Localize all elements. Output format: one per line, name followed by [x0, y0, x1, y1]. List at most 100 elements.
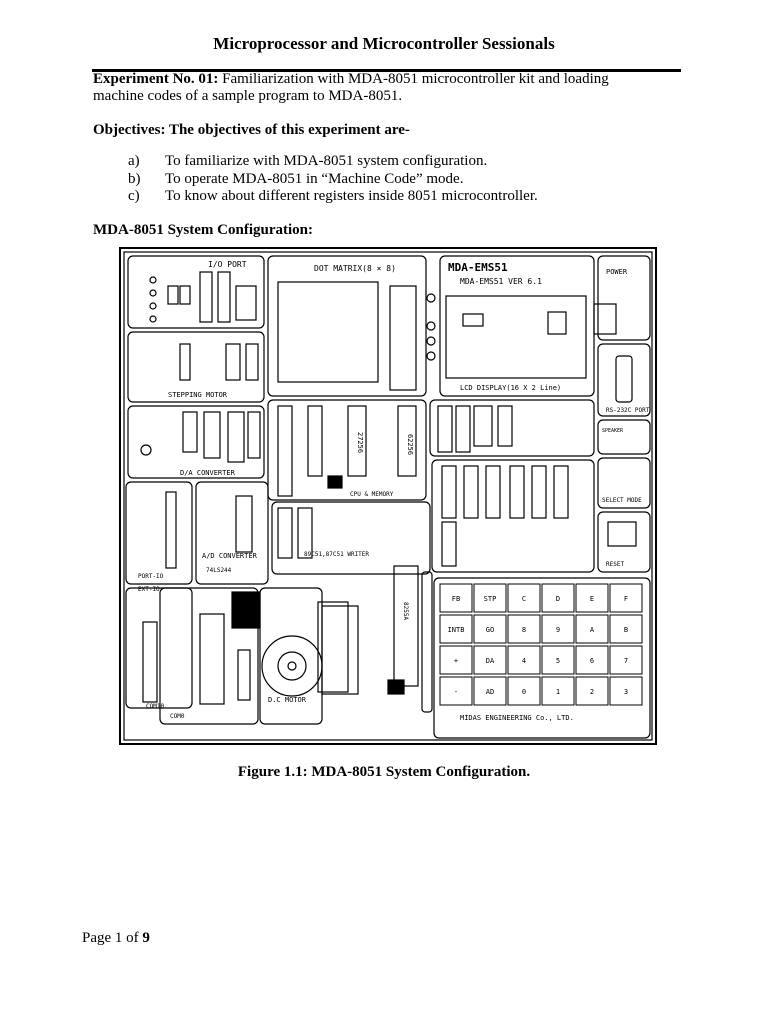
keypad-key-label: 6	[590, 657, 594, 665]
page-total: 9	[142, 930, 150, 946]
rs232-panel	[597, 343, 651, 417]
keypad-key	[507, 583, 541, 613]
reset-label: RESET	[606, 561, 624, 568]
keypad-key	[541, 645, 575, 675]
da-converter-label: D/A CONVERTER	[180, 469, 236, 477]
stepping-motor-panel	[127, 331, 265, 403]
io-port-label: I/O PORT	[208, 260, 247, 269]
select-mode-label: SELECT MODE	[602, 497, 642, 504]
writer-panel	[271, 501, 431, 575]
chip-27256-label: 27256	[356, 432, 364, 453]
keypad-key-label: -	[454, 688, 458, 696]
keypad-key-label: 4	[522, 657, 526, 665]
keypad-key	[507, 645, 541, 675]
objective-marker-a: a)	[128, 153, 140, 169]
header-rule	[92, 69, 681, 72]
keypad-key	[541, 583, 575, 613]
keypad-key	[473, 614, 507, 644]
cpu-memory-panel	[267, 399, 427, 501]
dot-matrix-label: DOT MATRIX(8 × 8)	[314, 264, 396, 273]
stepping-motor-label: STEPPING MOTOR	[168, 391, 228, 399]
keypad-key	[609, 676, 643, 706]
board-maker-label: MIDAS ENGINEERING Co., LTD.	[460, 714, 574, 722]
keypad-panel	[433, 577, 651, 739]
keypad-key-label: 9	[556, 626, 560, 634]
keypad-key-label: D	[556, 595, 560, 603]
writer-label: 89C51,87C51 WRITER	[304, 551, 369, 558]
io-port-panel	[127, 255, 265, 329]
keypad-key-label: FB	[452, 595, 460, 603]
keypad-key	[541, 676, 575, 706]
keypad-key	[507, 676, 541, 706]
keypad-key	[575, 614, 609, 644]
keypad-key	[609, 614, 643, 644]
keypad-key-label: DA	[486, 657, 495, 665]
keypad-key-label: 8	[522, 626, 526, 634]
keypad-key-label: E	[590, 595, 594, 603]
keypad-key-label: STP	[484, 595, 497, 603]
port-io-label: PORT-IO	[138, 573, 164, 580]
keypad-key	[439, 614, 473, 644]
keypad-key-label: B	[624, 626, 628, 634]
keypad-key	[439, 645, 473, 675]
ad-converter-panel	[195, 481, 269, 585]
keypad-key-label: +	[454, 657, 458, 665]
rs232-label: RS-232C PORT	[606, 407, 650, 414]
keypad-key	[473, 583, 507, 613]
power-label: POWER	[606, 268, 628, 276]
keypad-key	[439, 676, 473, 706]
objective-marker-c: c)	[128, 188, 140, 204]
cpu-memory-label: CPU & MEMORY	[350, 491, 394, 498]
document-header-title: Microprocessor and Microcontroller Sessi…	[213, 34, 555, 53]
objectives-heading: Objectives: The objectives of this exper…	[93, 122, 410, 138]
keypad-key	[575, 583, 609, 613]
chip-62256-label: 62256	[406, 434, 414, 455]
com0-label: COM0	[170, 713, 185, 720]
keypad-key-label: 2	[590, 688, 594, 696]
model-label: MDA-EMS51 VER 6.1	[460, 277, 542, 286]
keypad-key-label: GO	[486, 626, 494, 634]
keypad-key	[575, 676, 609, 706]
da-converter-panel	[127, 405, 265, 479]
chip-8255-label: 8255A	[402, 602, 409, 620]
keypad-key-label: 1	[556, 688, 560, 696]
chip-74ls244-label: 74LS244	[206, 567, 232, 574]
objective-text-c: To know about different registers inside…	[165, 188, 538, 204]
ad-converter-label: A/D CONVERTER	[202, 552, 258, 560]
experiment-paragraph: Experiment No. 01: Familiarization with …	[93, 71, 693, 105]
keypad-key-label: 0	[522, 688, 526, 696]
lcd-label: LCD DISPLAY(16 X 2 Line)	[460, 384, 561, 392]
keypad-key-label: INTB	[448, 626, 465, 634]
port-io-panel	[125, 481, 193, 585]
com-panel	[125, 587, 193, 709]
keypad-key	[541, 614, 575, 644]
keypad-key	[609, 645, 643, 675]
keypad-key	[507, 614, 541, 644]
keypad-key-label: F	[624, 595, 628, 603]
keypad-key	[609, 583, 643, 613]
brand-logo: MDA-EMS51	[448, 261, 508, 274]
keypad-key	[575, 645, 609, 675]
objective-text-b: To operate MDA-8051 in “Machine Code” mo…	[165, 171, 464, 187]
objective-marker-b: b)	[128, 171, 141, 187]
speaker-label: SPEAKER	[602, 428, 624, 434]
dc-motor-label: D.C MOTOR	[268, 696, 307, 704]
speaker-panel	[597, 419, 651, 455]
keypad-key	[473, 645, 507, 675]
keypad-key	[473, 676, 507, 706]
experiment-label: Experiment No. 01:	[93, 71, 219, 87]
experiment-text-line1: Familiarization with MDA-8051 microcontr…	[218, 71, 609, 87]
keypad-key-label: 5	[556, 657, 560, 665]
config-heading: MDA-8051 System Configuration:	[93, 222, 313, 238]
dot-matrix-panel	[267, 255, 427, 397]
page-label: Page 1 of	[82, 930, 143, 946]
power-panel	[597, 255, 651, 341]
page-number: Page 1 of 9	[82, 930, 150, 947]
select-mode-panel	[597, 457, 651, 509]
keypad-key-label: 7	[624, 657, 628, 665]
keypad-key-label: A	[590, 626, 595, 634]
keypad-key-label: 3	[624, 688, 628, 696]
ext-io-label: EXT-IO	[138, 586, 160, 593]
experiment-text-line2: machine codes of a sample program to MDA…	[93, 88, 403, 104]
